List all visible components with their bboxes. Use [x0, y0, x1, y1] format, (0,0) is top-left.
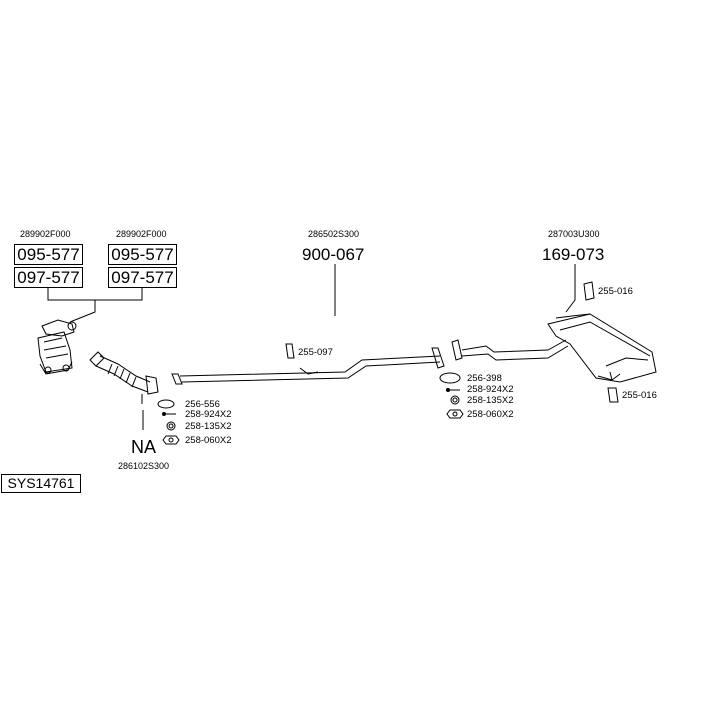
rear-hanger-1-label[interactable]: 255-016	[598, 286, 633, 297]
rear-fitting-nut-label[interactable]: 258-060X2	[467, 409, 514, 420]
rear-fitting-spring-label[interactable]: 258-135X2	[467, 395, 514, 406]
rear-silencer-drawing	[451, 313, 657, 383]
catalytic-converter-drawing	[37, 319, 77, 375]
rear-fitting-gasket-label[interactable]: 256-398	[467, 373, 502, 384]
rear-silencer-oe-number: 287003U300	[548, 229, 600, 239]
center-pipe-part-number[interactable]: 900-067	[302, 245, 365, 264]
front-pipe-oe-number: 286102S300	[118, 461, 170, 471]
rear-hanger-2-label[interactable]: 255-016	[622, 390, 657, 401]
front-pipe-na-label: NA	[131, 437, 157, 457]
front-fittings-drawings	[157, 399, 180, 445]
hanger-drawings	[285, 281, 619, 403]
cat-right-part-2-box[interactable]: 097-577	[108, 267, 177, 288]
cat-left-part-1-box[interactable]: 095-577	[14, 244, 83, 265]
front-fitting-gasket-label[interactable]: 256-556	[185, 399, 220, 410]
cat-box-leader	[47, 286, 143, 323]
cat-right-oe-number: 289902F000	[116, 229, 167, 239]
center-pipe-oe-number: 286502S300	[308, 229, 360, 239]
cat-left-part-2-box[interactable]: 097-577	[14, 267, 83, 288]
rear-fittings-drawings	[439, 372, 464, 419]
silencer-leader	[565, 264, 576, 313]
front-pipe-drawing	[89, 351, 159, 404]
rear-fitting-bolt-label[interactable]: 258-924X2	[467, 384, 514, 395]
cat-right-part-1-box[interactable]: 095-577	[108, 244, 177, 265]
system-code-box: SYS14761	[1, 474, 81, 493]
rear-silencer-part-number[interactable]: 169-073	[542, 245, 605, 264]
cat-left-oe-number: 289902F000	[20, 229, 71, 239]
center-pipe-hanger-label[interactable]: 255-097	[298, 347, 333, 358]
front-fitting-bolt-label[interactable]: 258-924X2	[185, 409, 232, 420]
front-fitting-spring-label[interactable]: 258-135X2	[185, 421, 232, 432]
front-fitting-nut-label[interactable]: 258-060X2	[185, 435, 232, 446]
center-pipe-drawing	[171, 347, 445, 385]
